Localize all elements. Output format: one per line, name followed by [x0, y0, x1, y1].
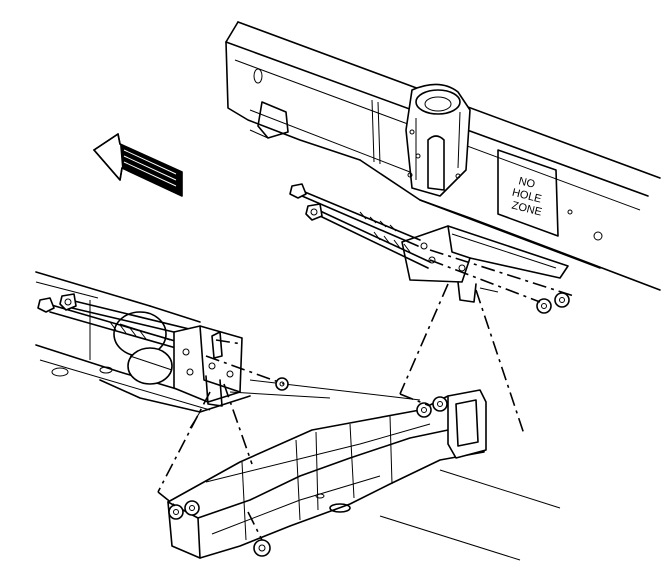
frame-rail: [225, 21, 661, 291]
label-line-no: NO: [517, 175, 536, 191]
right-long-bolts: [289, 183, 431, 269]
crossmember: [167, 379, 561, 561]
alignment-centerlines: [157, 249, 575, 541]
front-direction-arrow-icon: [93, 133, 183, 197]
left-mounting-bracket: [173, 325, 243, 407]
no-hole-zone-label: NO HOLE ZONE: [497, 149, 559, 237]
right-mounting-bracket: [401, 225, 569, 303]
left-cylinder: [113, 311, 173, 385]
right-nuts: [536, 292, 570, 314]
crossmember-fasteners: [168, 377, 448, 557]
